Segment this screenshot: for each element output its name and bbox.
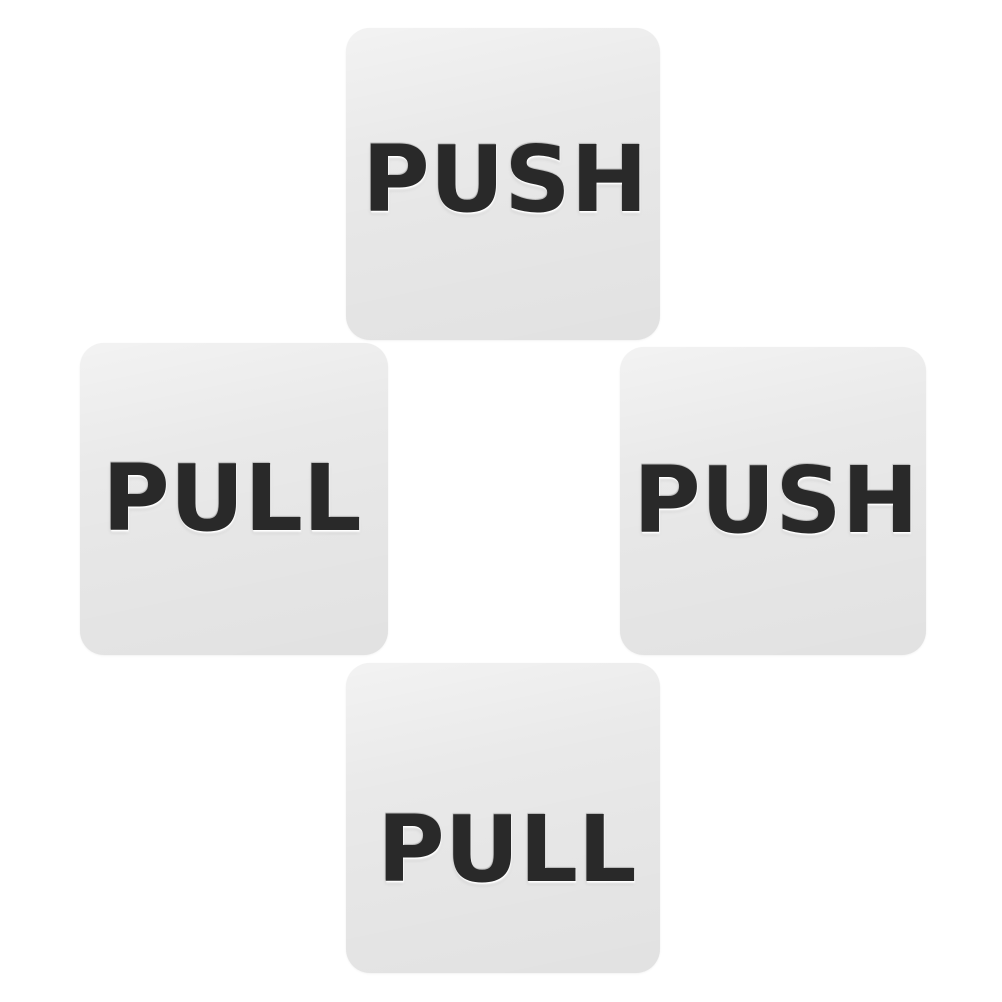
sign-plate-bottom-pull: PULL xyxy=(346,663,660,973)
sign-label-push: PUSH xyxy=(362,126,648,233)
sign-plate-top-push: PUSH xyxy=(346,28,660,340)
sign-plate-right-push: PUSH xyxy=(620,347,926,655)
sign-label-pull: PULL xyxy=(102,445,362,552)
sign-label-push: PUSH xyxy=(633,447,919,554)
sign-plate-left-pull: PULL xyxy=(80,343,388,655)
sign-label-pull: PULL xyxy=(377,796,637,903)
